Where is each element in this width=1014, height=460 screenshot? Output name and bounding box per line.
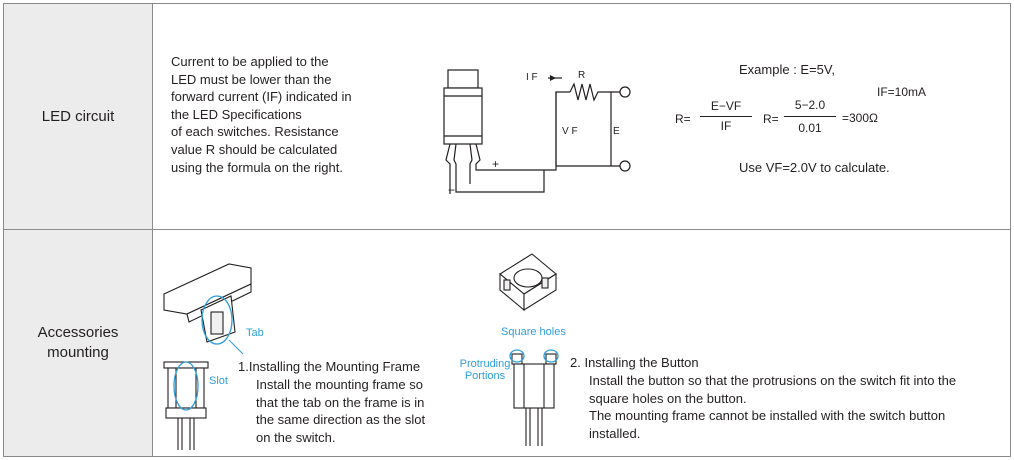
- led-desc-line: LED must be lower than the: [171, 71, 332, 87]
- formula-fraction-2: 5−2.0 0.01: [784, 98, 836, 136]
- accessories-mounting-row: Accessories mounting Tab: [3, 229, 1011, 457]
- switch-protrusion-drawing: [509, 349, 559, 446]
- led-desc-line: using the formula on the right.: [171, 159, 343, 175]
- step1-line: on the switch.: [256, 429, 336, 445]
- step2-body: Install the button so that the protrusio…: [589, 372, 999, 442]
- calculation-note: Use VF=2.0V to calculate.: [739, 160, 890, 175]
- formula-numerator-2: 5−2.0: [794, 98, 826, 112]
- square-holes-label: Square holes: [501, 326, 566, 338]
- tab-highlight: [201, 295, 233, 345]
- mounting-frame-drawing: [163, 263, 252, 355]
- minus-sign: −: [448, 183, 455, 197]
- button-drawing: [499, 253, 557, 312]
- e-label: E: [613, 126, 620, 137]
- example-text: Example : E=5V,: [739, 62, 835, 77]
- step1-title: 1.Installing the Mounting Frame: [238, 359, 421, 374]
- step1-line: Install the mounting frame so: [256, 377, 423, 392]
- led-circuit-label-text: LED circuit: [41, 107, 115, 125]
- switch-slot-drawing: [163, 361, 209, 450]
- plus-sign: +: [492, 157, 499, 171]
- if-value: IF=10mA: [877, 85, 927, 99]
- step2-line: installed.: [589, 425, 641, 441]
- fraction-bar: [700, 116, 752, 117]
- led-description: Current to be applied to the LED must be…: [171, 53, 369, 176]
- led-desc-line: Current to be applied to the: [171, 54, 329, 69]
- led-desc-line: value R should be calculated: [171, 141, 338, 157]
- switch-button-shape: [447, 69, 479, 89]
- led-desc-line: forward current (IF) indicated in: [171, 89, 352, 105]
- if-label: I F: [526, 72, 538, 83]
- led-desc-line: the LED Specifications: [171, 106, 302, 122]
- spec-table: LED circuit Current to be applied to the…: [3, 3, 1011, 457]
- step2-line: Install the button so that the protrusio…: [589, 373, 957, 388]
- accessories-label: Accessories mounting: [4, 230, 153, 456]
- fraction-bar: [784, 116, 836, 117]
- slot-label: Slot: [209, 375, 228, 387]
- tab-label: Tab: [246, 327, 264, 339]
- protruding-label-line: Portions: [464, 370, 506, 382]
- vf-label: V F: [562, 126, 578, 137]
- accessories-label-line: mounting: [47, 344, 109, 361]
- accessories-label-line: Accessories: [37, 324, 119, 341]
- protruding-label-line: Protruding: [459, 358, 511, 370]
- protruding-label: Protruding Portions: [459, 358, 511, 382]
- r-equals-1: R=: [675, 112, 691, 126]
- step2-line: The mounting frame cannot be installed w…: [589, 408, 946, 424]
- step2-line: square holes on the button.: [589, 390, 747, 406]
- formula-fraction-1: E−VF IF: [700, 99, 752, 134]
- r-label: R: [578, 70, 585, 81]
- led-circuit-label: LED circuit: [4, 4, 153, 229]
- switch-body-shape: [443, 87, 483, 145]
- formula-denominator-2: 0.01: [798, 121, 822, 135]
- step2-title: 2. Installing the Button: [570, 355, 699, 370]
- formula-denominator-1: IF: [720, 119, 732, 133]
- protrusion-highlight-right: [543, 349, 559, 363]
- protrusion-highlight-left: [509, 349, 525, 363]
- led-circuit-diagram: I F R V F E + −: [443, 69, 631, 197]
- led-desc-line: of each switches. Resistance: [171, 124, 339, 140]
- step1-body: Install the mounting frame so that the t…: [256, 376, 441, 446]
- step1-line: the same direction as the slot: [256, 412, 426, 428]
- accessories-label-text: Accessories mounting: [38, 323, 119, 363]
- r-equals-2: R=: [763, 112, 779, 126]
- slot-highlight: [173, 361, 199, 411]
- led-circuit-row: LED circuit Current to be applied to the…: [3, 3, 1011, 230]
- step1-line: that the tab on the frame is in: [256, 394, 425, 410]
- formula-numerator-1: E−VF: [710, 99, 742, 113]
- formula-result: =300Ω: [842, 111, 878, 125]
